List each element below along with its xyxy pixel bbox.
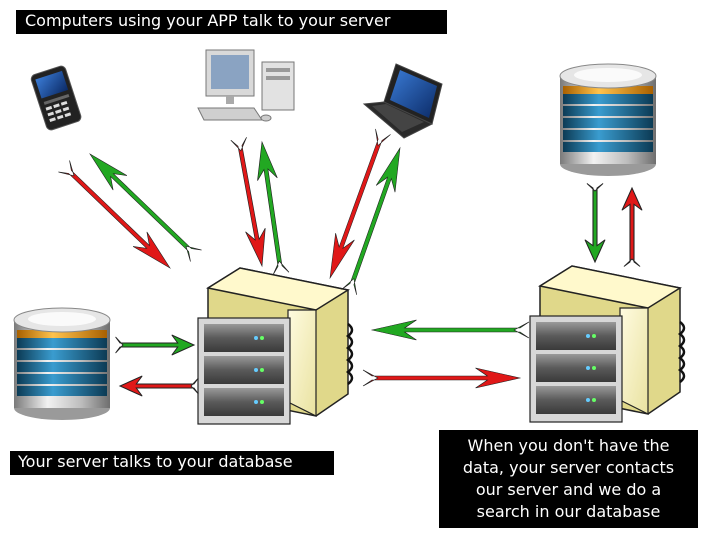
request-arrow bbox=[329, 128, 391, 280]
response-arrow bbox=[89, 153, 202, 262]
laptop-icon bbox=[362, 63, 443, 139]
response-arrow bbox=[341, 146, 401, 296]
desktop-computer-icon bbox=[197, 49, 295, 122]
our-database-cylinder bbox=[559, 63, 657, 177]
response-arrow bbox=[584, 183, 606, 264]
response-arrow bbox=[257, 140, 290, 275]
fallback-search-line: data, your server contacts bbox=[462, 458, 675, 477]
fallback-search-line: When you don't have the bbox=[467, 436, 670, 455]
request-arrow bbox=[230, 137, 266, 268]
request-arrow bbox=[118, 375, 199, 397]
arrows bbox=[58, 128, 643, 397]
response-arrow bbox=[115, 334, 196, 356]
fallback-search-label: When you don't have the data, your serve… bbox=[439, 430, 698, 528]
fallback-search-line: our server and we do a bbox=[475, 480, 662, 499]
server-database-label: Your server talks to your database bbox=[10, 451, 334, 475]
our-server-rack bbox=[528, 264, 686, 424]
fallback-search-line: search in our database bbox=[476, 502, 661, 521]
mobile-phone-icon bbox=[30, 65, 82, 131]
your-server-rack bbox=[196, 266, 354, 426]
request-arrow bbox=[621, 186, 643, 267]
title-label: Computers using your APP talk to your se… bbox=[16, 10, 447, 34]
response-arrow bbox=[370, 319, 530, 341]
request-arrow bbox=[362, 367, 522, 389]
request-arrow bbox=[58, 160, 171, 269]
your-database-cylinder bbox=[13, 307, 111, 421]
